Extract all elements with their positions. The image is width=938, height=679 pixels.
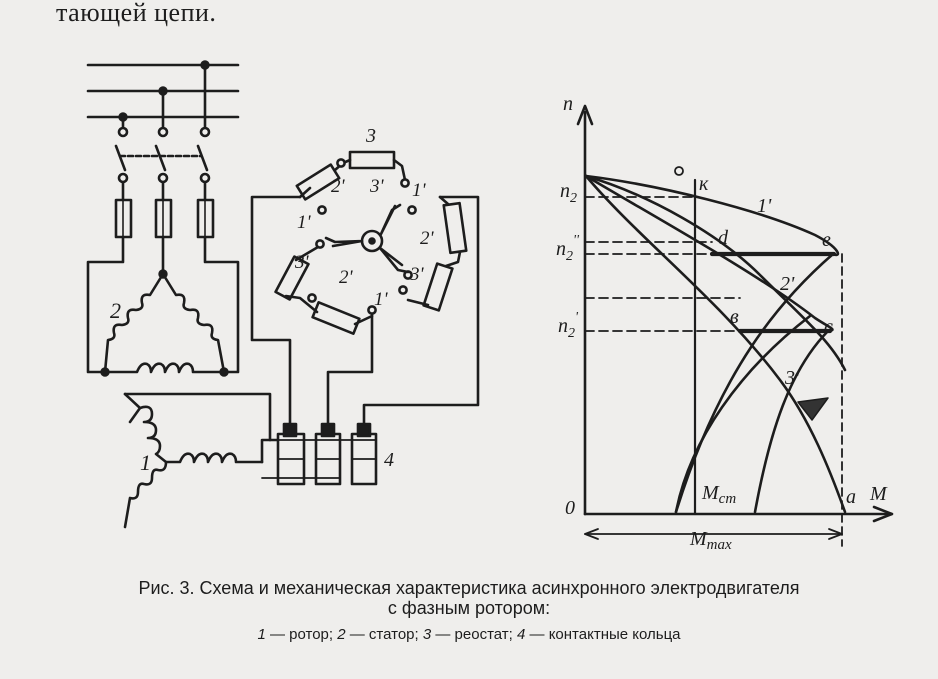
curve-3p-label: 3' bbox=[784, 367, 800, 389]
rings-number: 4 bbox=[384, 449, 394, 471]
figure-caption: Рис. 3. Схема и механическая характерист… bbox=[0, 578, 938, 618]
mechanical-characteristic bbox=[576, 104, 894, 547]
x-axis-label: M bbox=[869, 483, 888, 505]
caption-line-1: Рис. 3. Схема и механическая характерист… bbox=[138, 578, 800, 598]
y-axis-arrow bbox=[576, 104, 594, 126]
point-k-label: к bbox=[699, 173, 709, 195]
circuit-scheme bbox=[86, 60, 480, 529]
y-axis-label: n bbox=[563, 93, 573, 115]
legend-num-4: 4 bbox=[517, 626, 526, 643]
slip-rings bbox=[261, 422, 378, 486]
rheostat bbox=[274, 150, 468, 335]
fuses bbox=[114, 198, 215, 239]
rotor-number: 1 bbox=[140, 450, 151, 475]
label-1p-c: 1' bbox=[374, 289, 389, 310]
curve-1p-label: 1' bbox=[757, 195, 772, 217]
label-3p-b: 3' bbox=[294, 252, 310, 273]
small-circle-marker bbox=[674, 166, 684, 176]
origin-label: 0 bbox=[565, 497, 575, 519]
switch-contact bbox=[117, 126, 129, 138]
knife-switch bbox=[114, 144, 209, 172]
rotor-winding bbox=[123, 392, 280, 529]
legend-text-1: — ротор; bbox=[265, 626, 334, 643]
label-2p-b: 2' bbox=[420, 228, 435, 249]
stator-winding bbox=[100, 269, 229, 377]
caption-legend: 1 — ротор; 2 — статор; 3 — реостат; 4 — … bbox=[0, 626, 938, 643]
label-2p-a: 2' bbox=[331, 176, 346, 197]
switch-contact bbox=[199, 126, 211, 138]
n2pp-label: n2'' bbox=[556, 233, 580, 264]
point-a-label: a bbox=[846, 486, 856, 508]
curve-3p bbox=[584, 174, 847, 514]
n2p-label: n2' bbox=[558, 310, 579, 341]
stator-number: 2 bbox=[110, 298, 121, 323]
point-d-label: d bbox=[718, 227, 729, 249]
mcm-label: Mcm bbox=[701, 482, 736, 507]
mmax-label: Mmax bbox=[689, 528, 732, 553]
label-1p-b: 1' bbox=[412, 180, 427, 201]
legend-text-3: — реостат; bbox=[431, 626, 513, 643]
legend-text-4: — контактные кольца bbox=[525, 626, 681, 643]
legend-num-1: 1 bbox=[257, 626, 266, 643]
point-e-label: e bbox=[822, 229, 831, 251]
legend-num-2: 2 bbox=[337, 626, 346, 643]
legend-text-2: — статор; bbox=[345, 626, 419, 643]
curve-1p bbox=[584, 174, 840, 257]
curve-2p-label: 2' bbox=[780, 273, 795, 295]
caption-line-2: с фазным ротором: bbox=[387, 598, 551, 618]
switch-contact bbox=[157, 126, 169, 138]
n2-label: n2 bbox=[560, 180, 577, 206]
point-c-label: c bbox=[824, 316, 833, 338]
label-3p-a: 3' bbox=[369, 176, 385, 197]
x-axis-arrow bbox=[872, 505, 894, 523]
label-2p-c: 2' bbox=[339, 267, 354, 288]
legend-num-3: 3 bbox=[422, 626, 432, 643]
point-b-label: в bbox=[730, 306, 739, 328]
label-3p-c: 3' bbox=[409, 264, 425, 285]
header-text: тающей цепи. bbox=[56, 0, 217, 27]
label-1p-a: 1' bbox=[297, 212, 312, 233]
rheostat-number: 3 bbox=[365, 125, 376, 147]
